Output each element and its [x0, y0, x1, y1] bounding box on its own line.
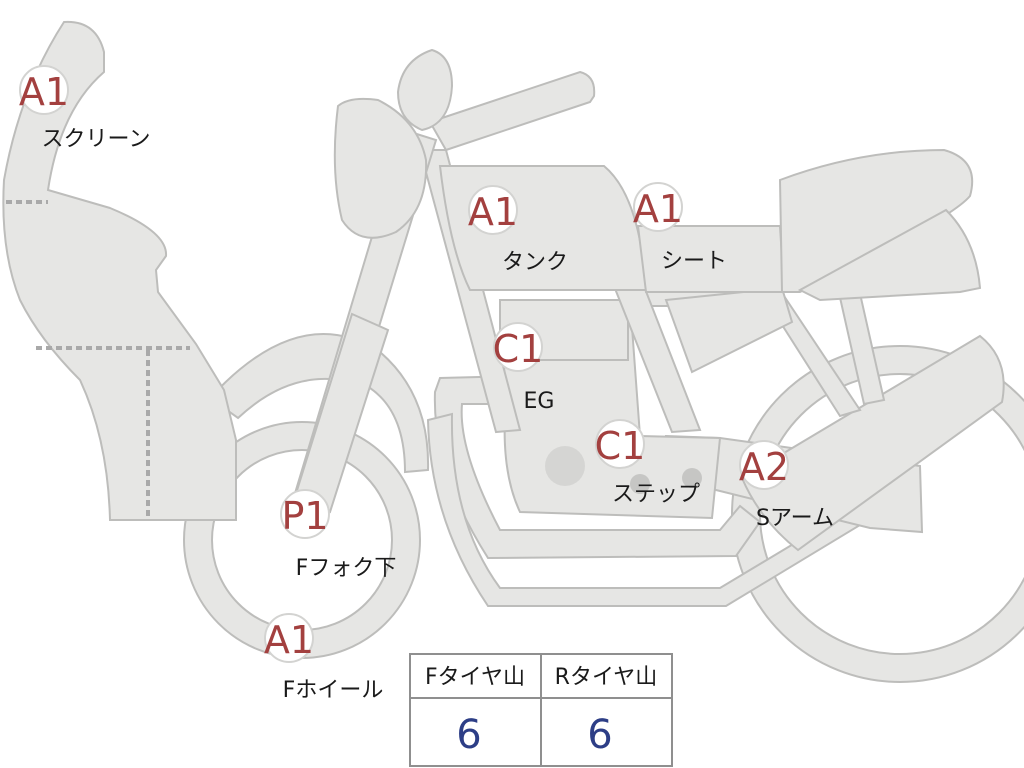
- badge-swingarm: A2: [739, 440, 789, 490]
- fork-lower: [292, 312, 390, 514]
- grade-fork: P1: [281, 494, 328, 538]
- rear-tire-value: 6: [587, 712, 612, 758]
- tail-cowl: [797, 208, 982, 302]
- grade-tank: A1: [468, 190, 518, 234]
- motorcycle-silhouette: [2, 20, 1024, 683]
- front-tire-header: Fタイヤ山: [425, 665, 525, 690]
- grade-step: C1: [595, 424, 646, 468]
- side-cover: [664, 286, 794, 374]
- label-engine: EG: [524, 389, 555, 414]
- badge-step: C1: [595, 419, 646, 469]
- label-tank: タンク: [502, 250, 568, 275]
- label-swingarm: Sアーム: [756, 506, 834, 531]
- badge-screen: A1: [19, 65, 69, 115]
- label-fork: Fフォク下: [296, 556, 397, 581]
- grade-wheel: A1: [264, 618, 314, 662]
- badge-fork: P1: [280, 489, 330, 539]
- badge-seat: A1: [633, 182, 683, 232]
- badge-engine: C1: [493, 322, 544, 372]
- step-peg-left: [630, 474, 650, 494]
- label-wheel: Fホイール: [283, 678, 384, 703]
- grade-swingarm: A2: [739, 445, 789, 489]
- mirror: [396, 48, 454, 132]
- muffler: [740, 334, 1005, 552]
- label-step: ステップ: [612, 482, 700, 507]
- grade-engine: C1: [493, 327, 544, 371]
- rear-tire-header: Rタイヤ山: [555, 665, 658, 690]
- step-peg-right: [682, 468, 702, 488]
- badge-wheel: A1: [264, 613, 314, 663]
- handlebar: [428, 70, 596, 152]
- tire-tread-table: Fタイヤ山 Rタイヤ山 6 6: [409, 653, 673, 767]
- badge-tank: A1: [468, 185, 518, 235]
- grade-screen: A1: [19, 70, 69, 114]
- label-seat: シート: [661, 249, 727, 274]
- engine-cover: [545, 446, 585, 486]
- exhaust-pipe-lower: [426, 412, 910, 607]
- label-screen: スクリーン: [42, 127, 151, 152]
- headlight: [333, 97, 428, 239]
- front-tire-value: 6: [456, 712, 481, 758]
- grade-seat: A1: [633, 187, 683, 231]
- front-cowl: [2, 20, 237, 521]
